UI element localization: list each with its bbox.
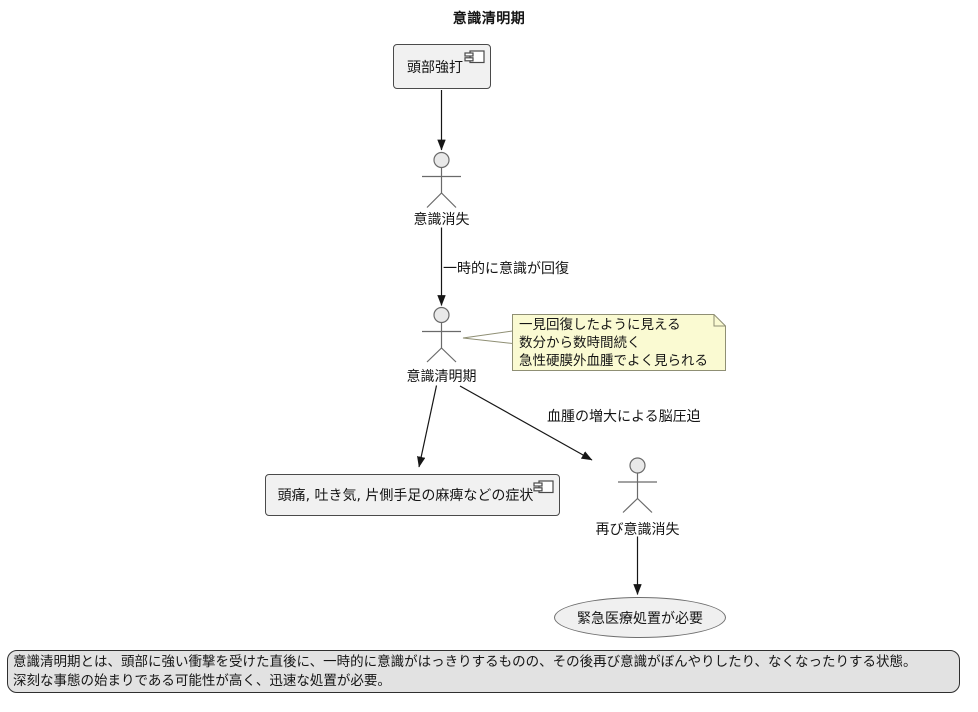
note-pointer [462, 330, 513, 345]
outcome-label: 緊急医療処置が必要 [577, 610, 703, 627]
arrow-lucid-to-relapse [459, 385, 593, 461]
diagram-title: 意識清明期 [452, 11, 526, 27]
symptoms-box-label: 頭痛, 吐き気, 片側手足の麻痺などの症状 [277, 488, 534, 504]
actor-label-unconscious: 意識消失 [413, 212, 470, 228]
stick-figure-icon-relapse [618, 457, 657, 513]
note-line-1: 一見回復したように見える [519, 317, 681, 333]
edge-label-hematoma-pressure: 血腫の増大による脳圧迫 [547, 409, 701, 425]
trigger-box-label: 頭部強打 [407, 59, 463, 76]
stick-figure-icon-unconscious [422, 151, 461, 208]
folded-corner-icon [713, 314, 726, 327]
note-shape [462, 314, 726, 371]
note-line-2: 数分から数時間続く [519, 335, 641, 351]
actor-label-relapse: 再び意識消失 [595, 522, 680, 538]
component-box-trigger: 頭部強打 [393, 44, 491, 89]
stick-figure-icon-lucid [422, 306, 461, 363]
footer-line-2: 深刻な事態の始まりである可能性が高く、迅速な処置が必要。 [13, 672, 391, 689]
component-icon [533, 480, 554, 494]
note-line-3: 急性硬膜外血腫でよく見られる [519, 353, 708, 369]
footer-note: 意識清明期とは、頭部に強い衝撃を受けた直後に、一時的に意識がはっきりするものの、… [7, 650, 960, 693]
edge-label-temporary-recovery: 一時的に意識が回復 [443, 261, 569, 277]
arrow-lucid-to-symptoms [417, 385, 438, 468]
usecase-outcome: 緊急医療処置が必要 [554, 597, 726, 638]
note-text: 一見回復したように見える 数分から数時間続く 急性硬膜外血腫でよく見られる [519, 316, 721, 370]
footer-line-1: 意識清明期とは、頭部に強い衝撃を受けた直後に、一時的に意識がはっきりするものの、… [13, 654, 917, 670]
component-icon [464, 50, 485, 64]
component-box-symptoms: 頭痛, 吐き気, 片側手足の麻痺などの症状 [265, 474, 560, 516]
actor-label-lucid: 意識清明期 [406, 369, 477, 385]
